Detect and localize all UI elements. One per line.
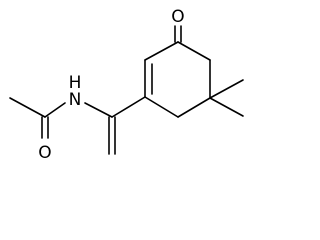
bond-ring-c1-c2-double-outer bbox=[144, 41, 179, 61]
atom-label-amide-hydrogen: H bbox=[69, 73, 82, 93]
bond-ring-c3-c4 bbox=[144, 96, 179, 118]
bond-nitrogen-to-carbonyl bbox=[44, 102, 66, 118]
bond-acetyl-methyl bbox=[9, 97, 46, 118]
bond-methyl-1 bbox=[209, 79, 244, 99]
chemical-structure: O N H O bbox=[9, 7, 244, 163]
bond-ring-c4-c5 bbox=[177, 97, 211, 118]
atom-label-amide-nitrogen: N bbox=[69, 90, 82, 110]
bond-ring-to-vinyl bbox=[111, 96, 146, 118]
atom-label-amide-oxygen: O bbox=[38, 143, 51, 163]
atom-label-ketone-oxygen: O bbox=[171, 7, 184, 27]
bond-vinyl-to-nitrogen bbox=[84, 102, 113, 118]
bond-methyl-2 bbox=[209, 97, 244, 117]
bond-ring-c6-c1 bbox=[177, 41, 211, 61]
